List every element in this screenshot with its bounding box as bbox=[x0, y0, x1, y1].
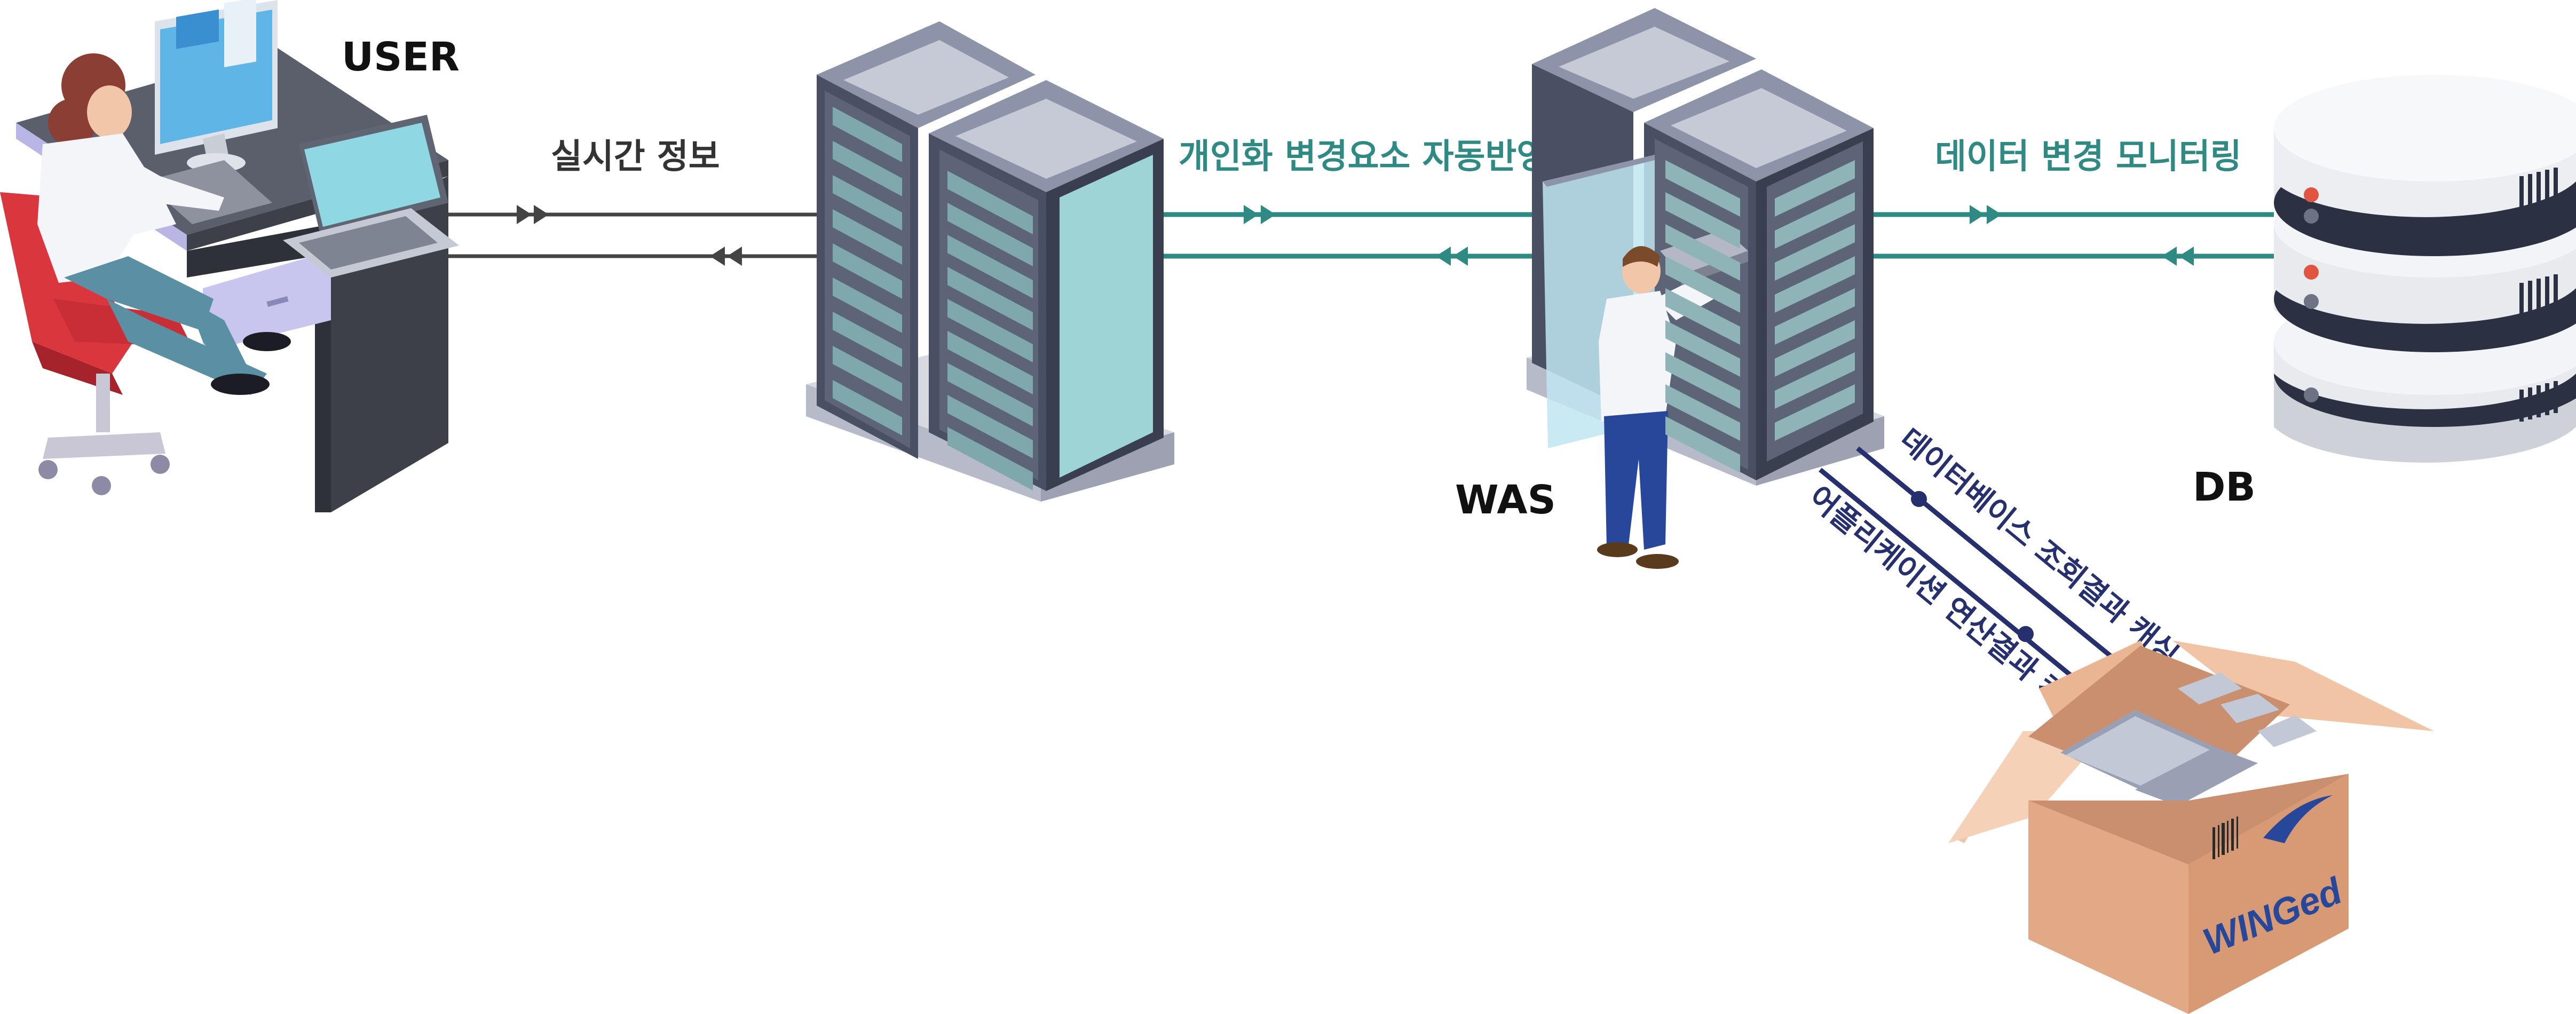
rack-slot bbox=[1665, 352, 1740, 409]
rack-slot bbox=[1665, 384, 1740, 441]
rack-slot bbox=[947, 203, 1033, 266]
realtime-info-label: 실시간 정보 bbox=[551, 137, 720, 177]
rack-slot bbox=[833, 107, 902, 162]
rack-slot bbox=[947, 299, 1033, 362]
rack-slot bbox=[947, 267, 1033, 330]
db-query-cache-label: 데이터베이스 조회결과 캐싱 bbox=[1893, 422, 2185, 672]
rack-slot bbox=[1775, 320, 1855, 377]
connector-was-db bbox=[1874, 205, 2274, 266]
rack-slot bbox=[1665, 320, 1740, 377]
rack-slot bbox=[1775, 192, 1855, 249]
rack-slot bbox=[1665, 256, 1740, 313]
rack-slot bbox=[947, 395, 1033, 458]
connector-web-was bbox=[1164, 205, 1548, 266]
rack-slot bbox=[1775, 352, 1855, 409]
was-label: WAS bbox=[1455, 477, 1556, 523]
cache-box-icon bbox=[1948, 640, 2434, 1014]
rack-slot bbox=[833, 278, 902, 333]
rack-slot bbox=[1775, 288, 1855, 345]
rack-slot bbox=[833, 346, 902, 401]
rack-slot bbox=[1775, 384, 1855, 441]
user-label: USER bbox=[342, 34, 460, 80]
rack-slot bbox=[947, 235, 1033, 298]
data-monitoring-label: 데이터 변경 모니터링 bbox=[1935, 137, 2241, 177]
rack-slot bbox=[947, 171, 1033, 234]
database-cylinder-icon bbox=[2274, 75, 2576, 463]
rack-slot bbox=[833, 175, 902, 231]
rack-slot bbox=[1775, 160, 1855, 217]
rack-slot bbox=[1665, 416, 1740, 473]
rack-slot bbox=[1775, 256, 1855, 313]
rack-slot bbox=[833, 209, 902, 265]
rack-slot bbox=[1665, 224, 1740, 281]
rack-slot bbox=[833, 312, 902, 367]
rack-slot bbox=[947, 363, 1033, 426]
rack-slot bbox=[947, 427, 1033, 490]
was-rack-slots bbox=[1665, 160, 1855, 473]
personalization-label: 개인화 변경요소 자동반영 bbox=[1179, 137, 1548, 177]
web-rack-slots bbox=[833, 107, 1033, 490]
rack-slot bbox=[1665, 160, 1740, 217]
connector-was-cache bbox=[1819, 446, 2142, 704]
rack-slot bbox=[833, 380, 902, 435]
db-label: DB bbox=[2193, 464, 2256, 510]
rack-slot bbox=[1665, 288, 1740, 345]
rack-slot bbox=[1775, 224, 1855, 281]
user-workstation-icon bbox=[0, 0, 459, 512]
connector-user-web bbox=[448, 205, 817, 266]
rack-slot bbox=[947, 331, 1033, 394]
rack-slot bbox=[833, 243, 902, 299]
rack-slot bbox=[833, 141, 902, 196]
rack-slot bbox=[1665, 192, 1740, 249]
